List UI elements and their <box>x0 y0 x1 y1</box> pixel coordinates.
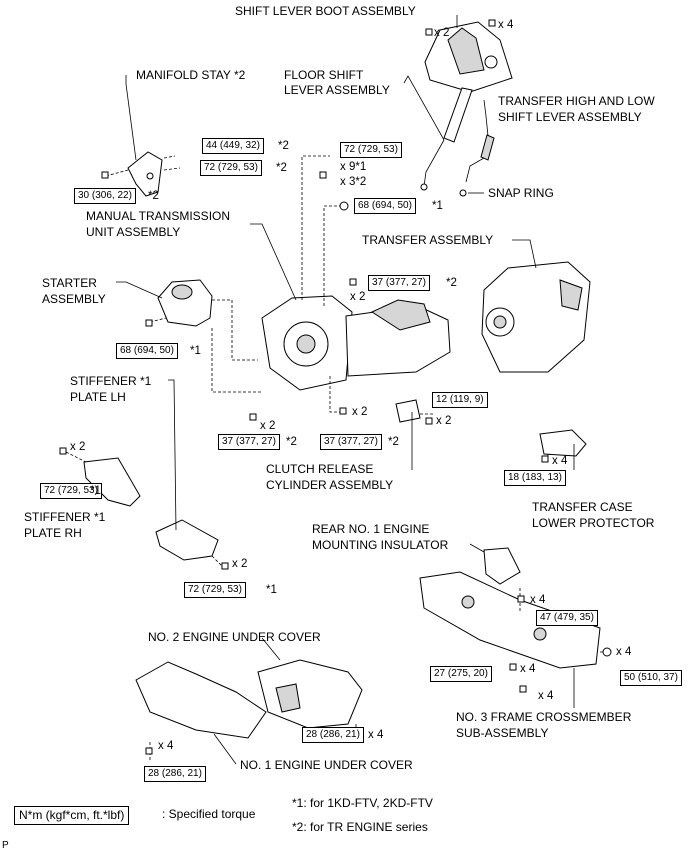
qty-boot-x2: x 2 <box>434 27 450 39</box>
transfer-lever-illustration <box>459 134 495 197</box>
qty-27-x4: x 4 <box>520 663 536 675</box>
label-starter-1: STARTER <box>42 276 97 290</box>
transfer-illustration <box>481 261 591 373</box>
note-37-right-s2: *2 <box>388 436 399 448</box>
qty-50-x4: x 4 <box>616 646 632 658</box>
label-transfer-assembly: TRANSFER ASSEMBLY <box>362 233 494 247</box>
torque-68-starter: 68 (694, 50) <box>116 343 178 359</box>
label-clutch-2: CYLINDER ASSEMBLY <box>266 478 394 492</box>
label-floor-shift-1: FLOOR SHIFT <box>284 68 364 82</box>
qty-rh-x2: x 2 <box>70 441 86 453</box>
qty-cross-x4: x 4 <box>538 690 554 702</box>
qty-37-x2: x 2 <box>350 291 366 303</box>
torque-37-upper: 37 (377, 27) <box>368 275 430 291</box>
qty-37-right-x2: x 2 <box>352 406 368 418</box>
label-rear-mount-1: REAR NO. 1 ENGINE <box>312 522 430 536</box>
label-under-cover-2: NO. 2 ENGINE UNDER COVER <box>148 630 321 644</box>
label-manifold-stay: MANIFOLD STAY *2 <box>136 68 246 82</box>
footnote-1: *1: for 1KD-FTV, 2KD-FTV <box>292 796 433 810</box>
shift-lever-boot-illustration <box>424 21 513 93</box>
torque-12: 12 (119, 9) <box>432 392 488 408</box>
qty-37-left-x2: x 2 <box>260 420 276 432</box>
starter-illustration <box>149 279 258 361</box>
torque-72-rh: 72 (729, 53) <box>40 483 102 499</box>
stiffener-plates-illustration <box>65 451 227 571</box>
label-crossmember-1: NO. 3 FRAME CROSSMEMBER <box>456 710 632 724</box>
label-starter-2: ASSEMBLY <box>42 292 106 306</box>
label-floor-shift-2: LEVER ASSEMBLY <box>284 83 390 97</box>
leader-lines <box>116 15 575 765</box>
qty-boot-x4: x 4 <box>498 19 514 31</box>
note-72-lh-s1: *1 <box>266 584 277 596</box>
qty-x9-s1: x 9*1 <box>340 161 367 173</box>
torque-72-trans: 72 (729, 53) <box>340 142 402 158</box>
label-snap-ring: SNAP RING <box>488 186 554 200</box>
corner-mark: P <box>2 840 9 851</box>
torque-47: 47 (479, 35) <box>536 610 598 626</box>
torque-27: 27 (275, 20) <box>430 666 492 682</box>
label-stiffener-rh-1: STIFFENER *1 <box>24 510 106 524</box>
label-stiffener-lh-2: PLATE LH <box>70 390 126 404</box>
note-72-s2: *2 <box>276 162 287 174</box>
label-manual-transmission-1: MANUAL TRANSMISSION <box>86 209 231 223</box>
label-transfer-hl-1: TRANSFER HIGH AND LOW <box>498 94 655 108</box>
note-30-s2: *2 <box>148 190 159 202</box>
manifold-stay-illustration <box>105 151 181 197</box>
label-shift-lever-boot: SHIFT LEVER BOOT ASSEMBLY <box>235 4 416 18</box>
under-covers-illustration <box>135 659 363 760</box>
note-37-s2: *2 <box>446 277 457 289</box>
qty-x3-s2: x 3*2 <box>340 176 367 188</box>
qty-protector-x4: x 4 <box>552 455 568 467</box>
label-manual-transmission-2: UNIT ASSEMBLY <box>86 225 181 239</box>
note-starter-s1: *1 <box>190 345 201 357</box>
torque-28-left: 28 (286, 21) <box>144 766 206 782</box>
torque-50: 50 (510, 37) <box>620 670 682 686</box>
legend-torque-unit: N*m (kgf*cm, ft.*lbf) <box>14 806 130 825</box>
torque-18: 18 (183, 13) <box>504 470 566 486</box>
label-transfer-hl-2: SHIFT LEVER ASSEMBLY <box>498 110 642 124</box>
legend-torque-desc: : Specified torque <box>162 807 256 821</box>
qty-12-x2: x 2 <box>436 415 452 427</box>
manual-transmission-illustration <box>211 155 451 413</box>
label-stiffener-rh-2: PLATE RH <box>24 526 82 540</box>
torque-72-manifold: 72 (729, 53) <box>200 160 262 176</box>
qty-28-left-x4: x 4 <box>158 740 174 752</box>
qty-lh-x2: x 2 <box>232 558 248 570</box>
note-68-s1: *1 <box>432 200 443 212</box>
label-transfer-case-2: LOWER PROTECTOR <box>532 516 655 530</box>
label-crossmember-2: SUB-ASSEMBLY <box>456 726 549 740</box>
qty-28-right-x4: x 4 <box>368 729 384 741</box>
torque-44: 44 (449, 32) <box>202 138 264 154</box>
note-37-left-s2: *2 <box>286 436 297 448</box>
label-clutch-1: CLUTCH RELEASE <box>266 462 374 476</box>
floor-shift-lever-illustration <box>420 87 473 191</box>
note-72-rh-s1: *1 <box>90 485 101 497</box>
torque-68-trans: 68 (694, 50) <box>354 198 416 214</box>
crossmember-illustration <box>419 547 606 669</box>
qty-47-x4: x 4 <box>530 594 546 606</box>
torque-30: 30 (306, 22) <box>74 188 136 204</box>
footnote-2: *2: for TR ENGINE series <box>292 820 428 834</box>
note-44-s2: *2 <box>278 140 289 152</box>
bolts <box>59 19 612 755</box>
torque-72-lh: 72 (729, 53) <box>184 582 246 598</box>
torque-37-right: 37 (377, 27) <box>320 434 382 450</box>
label-under-cover-1: NO. 1 ENGINE UNDER COVER <box>240 758 413 772</box>
clutch-cylinder-illustration <box>395 399 434 423</box>
torque-37-left: 37 (377, 27) <box>218 434 280 450</box>
torque-28-right: 28 (286, 21) <box>302 727 364 743</box>
label-rear-mount-2: MOUNTING INSULATOR <box>312 538 449 552</box>
label-transfer-case-1: TRANSFER CASE <box>532 500 633 514</box>
label-stiffener-lh-1: STIFFENER *1 <box>70 374 152 388</box>
